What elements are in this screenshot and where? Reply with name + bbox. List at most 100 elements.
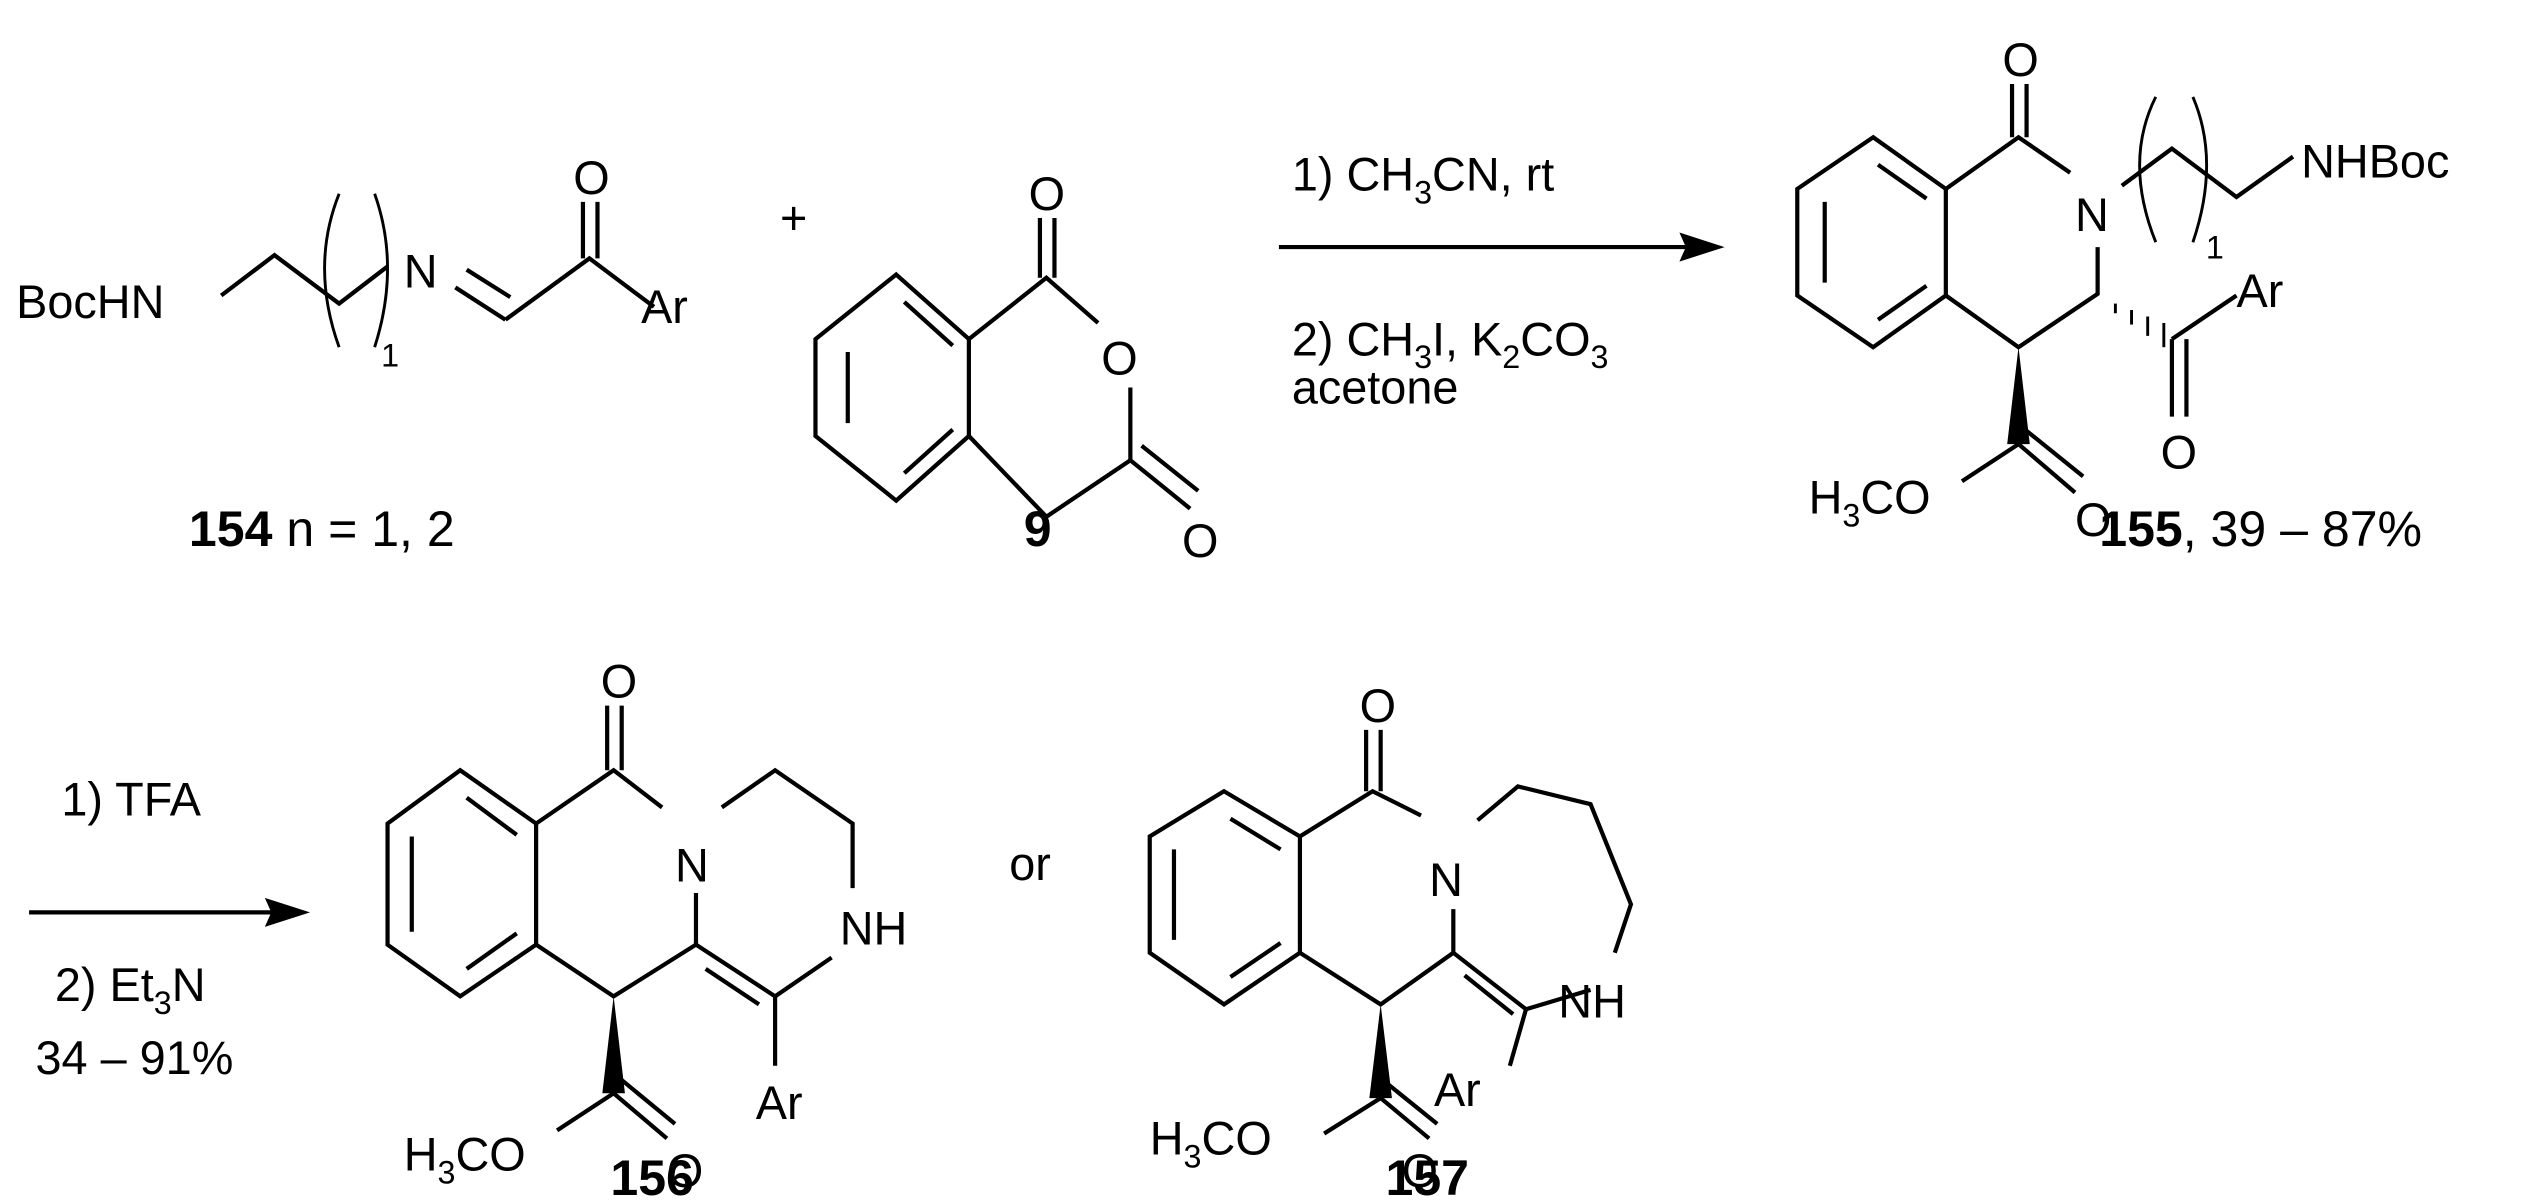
arrow-head-icon	[264, 897, 311, 927]
bond	[2170, 293, 2238, 341]
bond	[1944, 247, 2100, 350]
atom-o: O	[667, 1145, 703, 1197]
bond	[1298, 788, 1422, 839]
atom-ar: Ar	[1434, 1064, 1481, 1116]
atom-o: O	[601, 656, 637, 708]
compound-156: O N NH Ar H3CO O 156	[385, 656, 908, 1201]
atom-n: N	[1429, 854, 1463, 906]
bold-wedge	[2007, 347, 2030, 445]
bond	[1960, 442, 2020, 483]
bond-carbonyl-2	[1140, 444, 1200, 493]
atom-o: O	[1360, 680, 1396, 732]
compound-9: O O O 9	[813, 168, 1218, 567]
atom-methoxy: H3CO	[1809, 472, 1931, 534]
atom-methoxy: H3CO	[404, 1129, 526, 1191]
atom-imine-n: N	[404, 245, 438, 297]
bold-wedge	[602, 996, 625, 1094]
atom-ar: Ar	[756, 1077, 803, 1129]
compound-label-157: 157	[1385, 1150, 1469, 1201]
repeat-bracket-open	[323, 193, 341, 348]
benzene-ring	[813, 271, 971, 504]
aromatic-bond	[465, 796, 518, 837]
bond-enamine	[694, 942, 777, 999]
bond	[773, 955, 833, 999]
compound-157: O N NH Ar H3CO O 157	[1147, 680, 1634, 1201]
hashed-wedge	[2113, 303, 2166, 348]
bond-carbonyl-2	[1385, 1081, 1439, 1126]
bond	[2120, 145, 2295, 200]
bond-carbonyl	[2017, 442, 2077, 495]
bond-imine	[454, 285, 507, 322]
atom-bochn: BocHN	[16, 276, 164, 328]
aromatic-bond	[1229, 816, 1282, 852]
atom-o: O	[2161, 426, 2197, 478]
step1-conditions-line2: 2) CH3I, K2CO3	[1292, 313, 1609, 375]
atom-o: O	[2075, 494, 2111, 546]
plus-sign: +	[780, 192, 807, 244]
atom-methoxy: H3CO	[1150, 1113, 1272, 1175]
bond	[534, 942, 698, 999]
aromatic-bond	[1876, 162, 1928, 201]
aromatic-bond	[465, 931, 518, 971]
bond-enamine-2	[704, 967, 761, 1007]
step2-yield: 34 – 91%	[36, 1032, 234, 1084]
atom-nhboc: NHBoc	[2301, 136, 2449, 188]
atom-n: N	[675, 840, 709, 892]
step1-conditions-line1: 1) CH3CN, rt	[1292, 149, 1554, 211]
bond	[967, 275, 1100, 341]
repeat-bracket-close	[373, 193, 389, 348]
step2-conditions-line1: 1) TFA	[61, 773, 201, 825]
bond	[720, 767, 855, 889]
atom-ar: Ar	[641, 281, 688, 333]
compound-label-156: 156	[610, 1150, 694, 1201]
arrow-head-icon	[1679, 232, 1725, 262]
bond-enamine	[1452, 951, 1528, 1011]
compound-label-155: 155, 39 – 87%	[2099, 501, 2422, 557]
compound-label-154: 154 n = 1, 2	[189, 501, 455, 557]
atom-nh: NH	[1558, 975, 1626, 1027]
bond	[1525, 987, 1592, 1012]
atom-ar: Ar	[2236, 265, 2283, 317]
aromatic-bond	[1229, 941, 1282, 979]
atom-o: O	[1402, 1145, 1438, 1197]
bond	[219, 252, 389, 307]
repeat-subscript: 1	[381, 338, 399, 374]
bond	[534, 767, 664, 826]
step1-solvent: acetone	[1292, 362, 1459, 414]
step2-conditions-line2: 2) Et3N	[55, 959, 206, 1021]
bond	[1944, 134, 2072, 191]
aromatic-bond	[902, 427, 955, 475]
compound-label-9: 9	[1024, 501, 1052, 557]
aromatic-bond	[1876, 284, 1928, 322]
atom-o: O	[573, 152, 609, 204]
bond	[1298, 950, 1455, 1007]
bond	[1507, 1008, 1529, 1067]
atom-o: O	[1182, 515, 1218, 567]
bond-carbonyl	[1129, 458, 1192, 511]
compound-155: O N 1 NHBoc Ar O H3CO O 155, 39 – 87%	[1795, 34, 2449, 557]
repeat-bracket-close	[2191, 96, 2208, 243]
aromatic-bond	[902, 300, 955, 348]
reaction-arrow-step2: 1) TFA 2) Et3N 34 – 91%	[29, 773, 311, 1084]
repeat-bracket-open	[2138, 96, 2158, 243]
bond-carbonyl	[612, 1091, 669, 1141]
bond-carbonyl-2	[2023, 427, 2085, 479]
compound-154: BocHN 1 N O Ar 154 n = 1, 2	[16, 152, 688, 557]
bond	[1323, 1096, 1382, 1136]
atom-nh: NH	[840, 903, 908, 955]
bold-wedge	[1369, 1004, 1392, 1099]
bond	[504, 255, 656, 322]
bond-imine-2	[465, 267, 512, 299]
atom-n: N	[2075, 189, 2109, 241]
reaction-arrow-step1: 1) CH3CN, rt 2) CH3I, K2CO3 acetone	[1278, 149, 1725, 414]
bond	[967, 387, 1133, 520]
bond-carbonyl-2	[618, 1077, 677, 1126]
or-text: or	[1009, 838, 1051, 890]
benzene-ring	[1795, 134, 1948, 350]
atom-ring-o: O	[1101, 333, 1137, 385]
repeat-subscript: 1	[2206, 229, 2224, 265]
bond-seven-ring	[1476, 784, 1634, 954]
atom-o: O	[2002, 34, 2038, 86]
bond	[555, 1091, 615, 1133]
